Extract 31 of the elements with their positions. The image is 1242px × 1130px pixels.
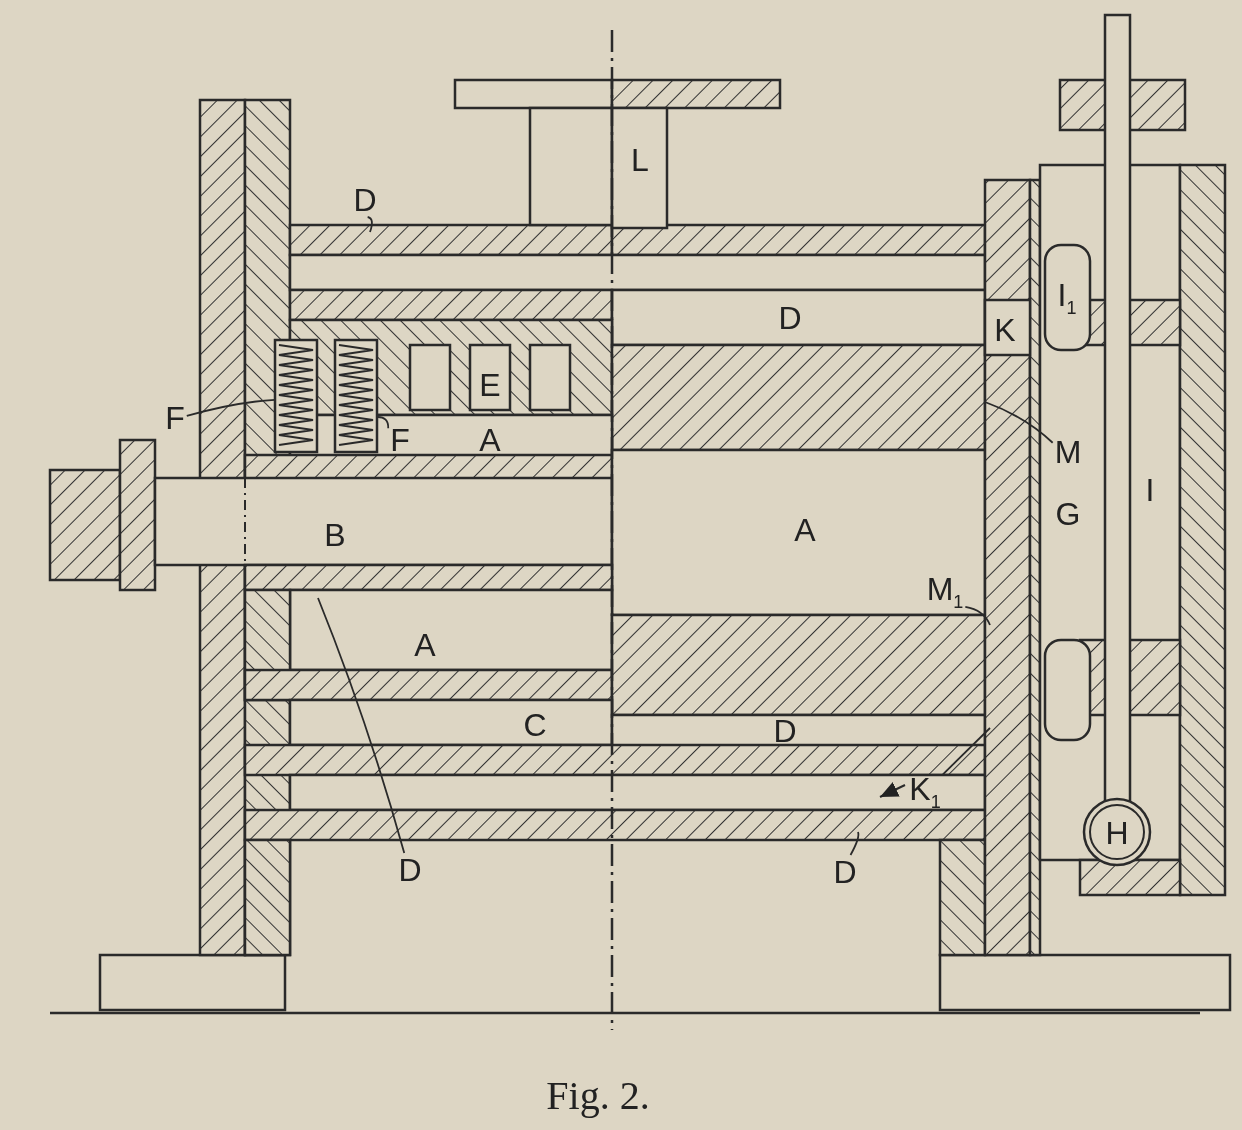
- part-letter: D: [351, 183, 379, 217]
- part-letter: E: [478, 368, 502, 402]
- part-letter: M: [1052, 435, 1084, 469]
- leader-line: [849, 831, 860, 856]
- leader-line: [366, 216, 373, 233]
- leader-line: [964, 606, 991, 626]
- spring-drawing: [333, 338, 379, 454]
- part-letter: H: [1104, 816, 1130, 850]
- part-letter: D: [772, 714, 798, 748]
- leader-line: [376, 416, 390, 430]
- part-letter: K$_{1}$: [907, 772, 943, 812]
- leader-line: [941, 727, 991, 776]
- part-letter: I: [1144, 473, 1156, 507]
- part-letter: K: [993, 313, 1017, 347]
- part-letter: D: [396, 853, 424, 887]
- part-letter: D: [831, 855, 859, 889]
- part-letter: L: [630, 143, 650, 177]
- part-letter: M$_{1}$: [924, 572, 966, 612]
- part-letter: A: [793, 513, 817, 547]
- part-letter: F: [163, 401, 187, 435]
- part-letter: D: [777, 301, 803, 335]
- figure-caption: Fig. 2.: [546, 1071, 650, 1119]
- part-letter: C: [522, 708, 548, 742]
- part-letter: F: [388, 423, 412, 457]
- part-letter: B: [323, 518, 347, 552]
- part-letter: I$_{1}$: [1056, 278, 1078, 318]
- leader-line: [984, 401, 1054, 444]
- part-letter: A: [413, 628, 437, 662]
- part-letter: G: [1054, 497, 1082, 531]
- spring-drawing: [273, 338, 319, 454]
- part-letter: A: [478, 423, 502, 457]
